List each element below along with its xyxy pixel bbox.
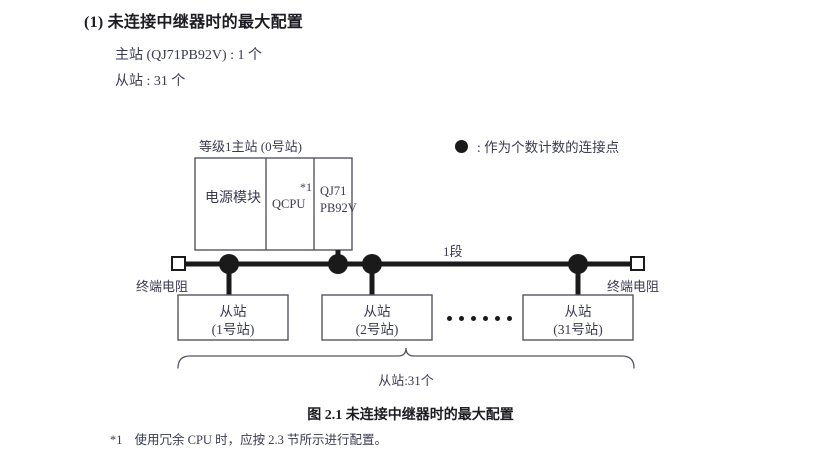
master-count-line: 主站 (QJ71PB92V) : 1 个: [115, 48, 263, 63]
section-heading: (1)未连接中继器时的最大配置: [84, 8, 303, 32]
slave-1-line2: (1号站): [211, 322, 255, 337]
footnote-text: 使用冗余 CPU 时，应按 2.3 节所示进行配置。: [134, 433, 387, 447]
module-qj71pb92v-label: QJ71 PB92V: [320, 183, 360, 217]
slave-1-line1: 从站: [219, 304, 247, 319]
module-qj71-line2: PB92V: [320, 201, 357, 215]
legend: : 作为个数计数的连接点: [455, 136, 619, 156]
terminator-right-label: 终端电阻: [607, 279, 660, 294]
master-station-box: [194, 157, 353, 251]
slave-group-label: 从站:31个: [378, 373, 434, 388]
connection-point-dot: [328, 254, 348, 274]
connection-point-dot: [362, 254, 382, 274]
figure-caption: 图 2.1 未连接中继器时的最大配置: [307, 408, 514, 423]
slave-2-line2: (2号站): [355, 322, 399, 337]
slave-2-line1: 从站: [363, 304, 391, 319]
slave-station-box: [177, 294, 289, 341]
terminator-right-icon: [630, 256, 645, 271]
slave-station-1-label: 从站 (1号站): [178, 303, 288, 339]
slave-station-2-label: 从站 (2号站): [322, 303, 432, 339]
slave-station-31-label: 从站 (31号站): [523, 303, 633, 339]
module-qcpu-label: QCPU: [272, 197, 306, 211]
filled-circle-icon: [455, 139, 468, 153]
slave-31-line1: 从站: [564, 304, 592, 319]
section-number: (1): [84, 14, 104, 31]
slave-count-line: 从站 : 31 个: [115, 74, 186, 89]
section-title-text: 未连接中继器时的最大配置: [107, 14, 304, 31]
module-qj71-line1: QJ71: [320, 184, 347, 198]
ellipsis-dot: [507, 316, 512, 321]
ellipsis-dot: [459, 316, 464, 321]
terminator-left-label: 终端电阻: [136, 279, 189, 294]
slave-group-brace: [177, 347, 635, 369]
slave-31-line2: (31号站): [553, 322, 603, 337]
slave-station-box: [522, 294, 634, 341]
ellipsis-dot: [495, 316, 500, 321]
slave-station-box: [321, 294, 433, 341]
ellipsis-dot: [447, 316, 452, 321]
legend-text: : 作为个数计数的连接点: [477, 140, 620, 155]
ellipsis-dot: [483, 316, 488, 321]
module-power-label: 电源模块: [205, 191, 261, 206]
connection-point-dot: [568, 254, 588, 274]
segment-label: 1段: [443, 244, 463, 259]
master-station-label: 等级1主站 (0号站): [199, 139, 302, 154]
footnote-mark: *1: [110, 433, 123, 447]
terminator-left-icon: [171, 256, 186, 271]
ellipsis-dot: [471, 316, 476, 321]
ellipsis-dots: [447, 316, 512, 321]
slave-group-label-wrap: 从站:31个: [0, 370, 821, 389]
footnote: *1 使用冗余 CPU 时，应按 2.3 节所示进行配置。: [110, 429, 387, 448]
qcpu-footnote-mark: *1: [300, 180, 312, 194]
connection-point-dot: [219, 254, 239, 274]
